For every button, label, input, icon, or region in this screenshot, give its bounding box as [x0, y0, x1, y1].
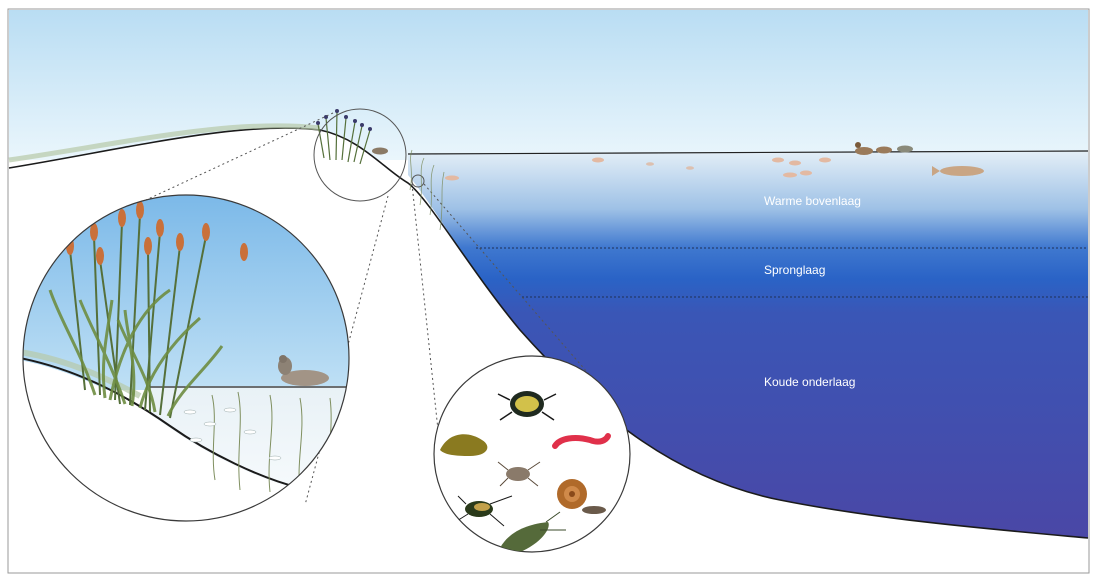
thermocline-label: Spronglaag: [764, 263, 825, 277]
zoom-circle-invertebrates: [434, 356, 630, 553]
sky: [9, 10, 1088, 160]
warm-layer-label: Warme bovenlaag: [764, 194, 861, 208]
cold-layer-label: Koude onderlaag: [764, 375, 855, 389]
duck-icon: [372, 148, 388, 155]
